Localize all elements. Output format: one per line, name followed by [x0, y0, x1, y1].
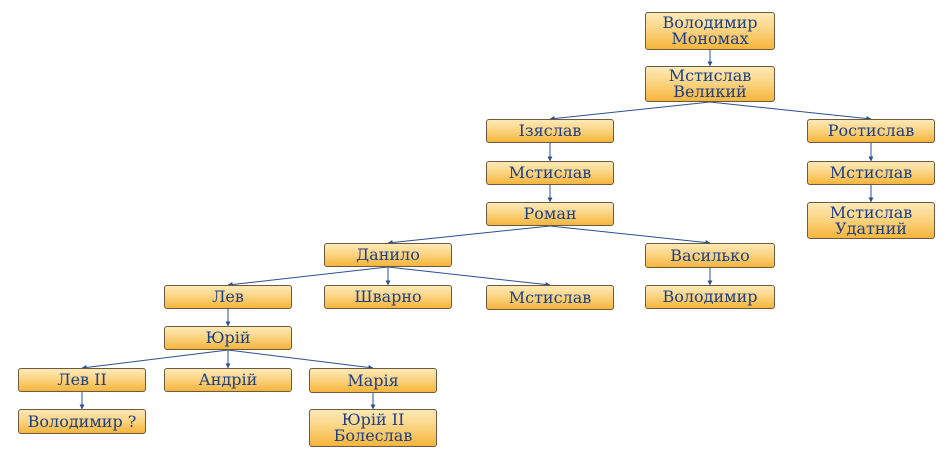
edge-danylo-to-lev: [227, 266, 389, 287]
node-volodymyr: Володимир: [645, 285, 775, 309]
node-rostyslav: Ростислав: [807, 119, 935, 143]
node-mariia: Марія: [309, 368, 437, 393]
node-shvarno: Шварно: [324, 285, 452, 309]
node-volodymyr-q: Володимир ?: [18, 409, 146, 434]
edge-yurii-to-lev-ii: [81, 349, 229, 370]
node-volodymyr-monomakh: Володимир Мономах: [645, 12, 775, 50]
node-yurii-ii-boleslav: Юрій II Болеслав: [309, 409, 437, 447]
edge-roman-to-vasylko: [549, 225, 711, 246]
node-mstyslav-2: Мстислав: [807, 161, 935, 185]
node-lev-ii: Лев II: [18, 368, 146, 392]
node-iziaslav: Ізяслав: [486, 119, 614, 143]
node-mstyslav-3: Мстислав: [486, 285, 614, 310]
node-danylo: Данило: [324, 243, 452, 267]
edge-mstyslav-velykyi-to-rostyslav: [709, 101, 872, 122]
node-mstyslav-udatnyi: Мстислав Удатний: [807, 202, 935, 239]
node-yurii: Юрій: [164, 326, 292, 350]
node-roman: Роман: [486, 202, 614, 226]
node-lev: Лев: [164, 285, 292, 309]
edge-mstyslav-velykyi-to-iziaslav: [549, 101, 711, 122]
node-mstyslav-velykyi: Мстислав Великий: [645, 66, 775, 102]
node-vasylko: Василько: [645, 243, 775, 268]
node-mstyslav-1: Мстислав: [486, 161, 614, 185]
node-andrii: Андрій: [164, 368, 292, 392]
edge-danylo-to-mstyslav-3: [387, 266, 551, 287]
edge-roman-to-danylo: [387, 225, 551, 246]
edge-yurii-to-mariia: [227, 349, 374, 370]
